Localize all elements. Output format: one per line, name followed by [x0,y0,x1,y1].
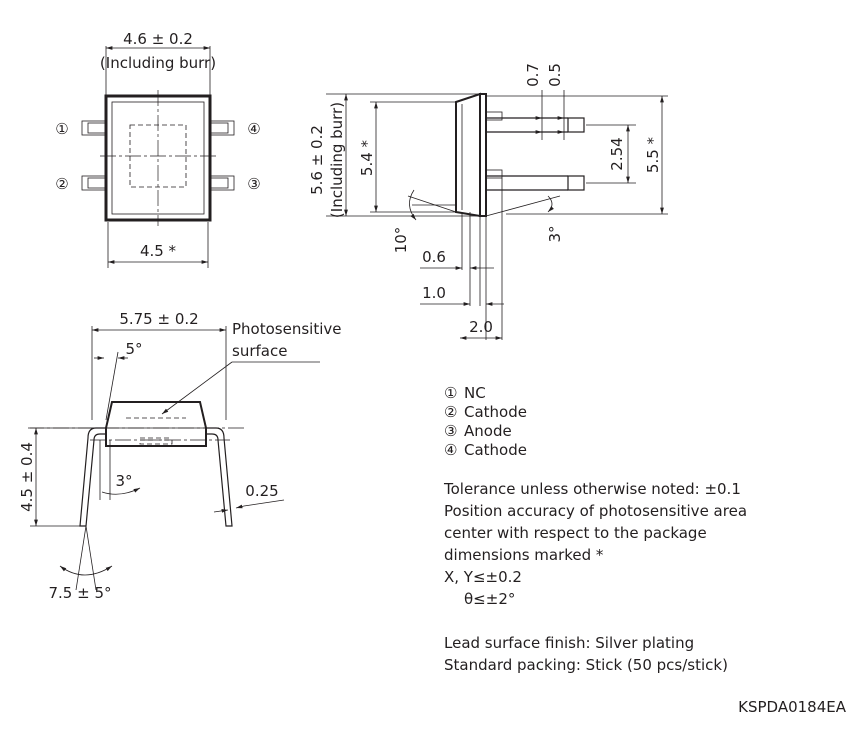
accuracy-note-line3: dimensions marked * [444,546,604,564]
front-height-dimension: 4.5 ± 0.4 [18,442,36,512]
side-dim-0-6: 0.6 [422,248,446,266]
legend-item-4-label: Cathode [464,441,527,459]
legend-item-1-number: ① [444,384,457,402]
pin-2-marker: ② [55,175,68,193]
side-dim-0-5: 0.5 [546,63,564,87]
legend-item-4-number: ④ [444,441,457,459]
top-body-width-dimension: 4.5 * [140,242,177,260]
pin-3-marker: ③ [247,175,260,193]
side-angle-3: 3° [546,225,564,242]
side-lead-height-dimension: 5.5 * [644,136,662,173]
top-width-dimension: 4.6 ± 0.2 [123,30,193,48]
legend-item-3-number: ③ [444,422,457,440]
notes: Tolerance unless otherwise noted: ±0.1 P… [443,480,747,674]
top-including-burr-label: (Including burr) [100,54,216,72]
accuracy-note-line1: Position accuracy of photosensitive area [444,502,747,520]
side-dim-2-0: 2.0 [469,318,493,336]
pin-1-marker: ① [55,120,68,138]
side-dim-1-0: 1.0 [422,284,446,302]
side-height-dimension: 5.6 ± 0.2 [308,125,326,195]
theta-tolerance: θ≤±2° [464,590,515,608]
side-pitch-dimension: 2.54 [608,137,626,170]
side-including-burr-label: (Including burr) [328,102,346,218]
photosensitive-label-line1: Photosensitive [232,320,341,338]
legend-item-2-number: ② [444,403,457,421]
front-lead-thickness: 0.25 [245,482,278,500]
xy-tolerance: X, Y≤±0.2 [444,568,522,586]
side-angle-10: 10° [392,227,410,254]
side-view: 5.6 ± 0.2 (Including burr) 5.4 * 5.5 * 2… [308,63,668,340]
front-left-lead [79,427,106,527]
legend-item-1-label: NC [464,384,486,402]
front-width-dimension: 5.75 ± 0.2 [119,310,198,328]
side-body-height-dimension: 5.4 * [358,139,376,176]
tolerance-note: Tolerance unless otherwise noted: ±0.1 [443,480,741,498]
packing-note: Standard packing: Stick (50 pcs/stick) [444,656,728,674]
front-angle-3: 3° [115,472,132,490]
photosensitive-label-line2: surface [232,342,287,360]
accuracy-note-line2: center with respect to the package [444,524,707,542]
front-angle-5: 5° [125,340,142,358]
side-package-body [455,92,481,218]
top-view: 4.6 ± 0.2 (Including burr) ① ② ③ ④ 4.5 * [55,30,261,268]
front-lead-angle: 7.5 ± 5° [48,584,111,602]
lead-finish-note: Lead surface finish: Silver plating [444,634,694,652]
pin-legend: ① NC ② Cathode ③ Anode ④ Cathode [444,384,527,459]
side-dim-0-7: 0.7 [524,63,542,87]
drawing-code: KSPDA0184EA [738,698,847,716]
legend-item-3-label: Anode [464,422,512,440]
legend-item-2-label: Cathode [464,403,527,421]
front-package-body [105,401,207,447]
front-right-lead [206,427,233,527]
front-view: 5.75 ± 0.2 Photosensitive surface 5° 4.5… [18,310,341,602]
pin-4-marker: ④ [247,120,260,138]
